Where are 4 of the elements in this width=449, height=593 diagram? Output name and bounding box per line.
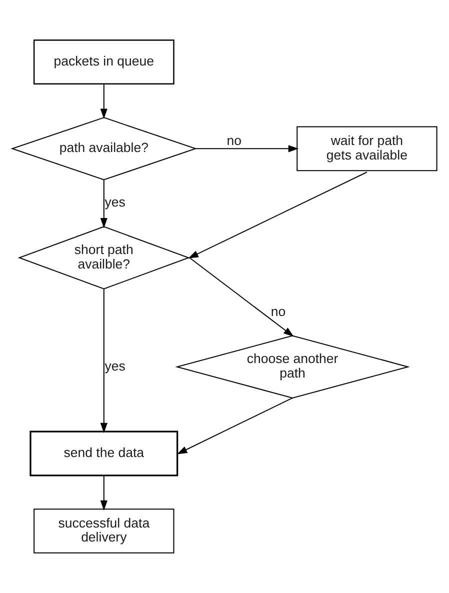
edge-label: yes — [104, 358, 126, 374]
edge-label: no — [226, 132, 242, 148]
edge-label: yes — [104, 194, 126, 210]
edge-label: no — [270, 304, 286, 319]
